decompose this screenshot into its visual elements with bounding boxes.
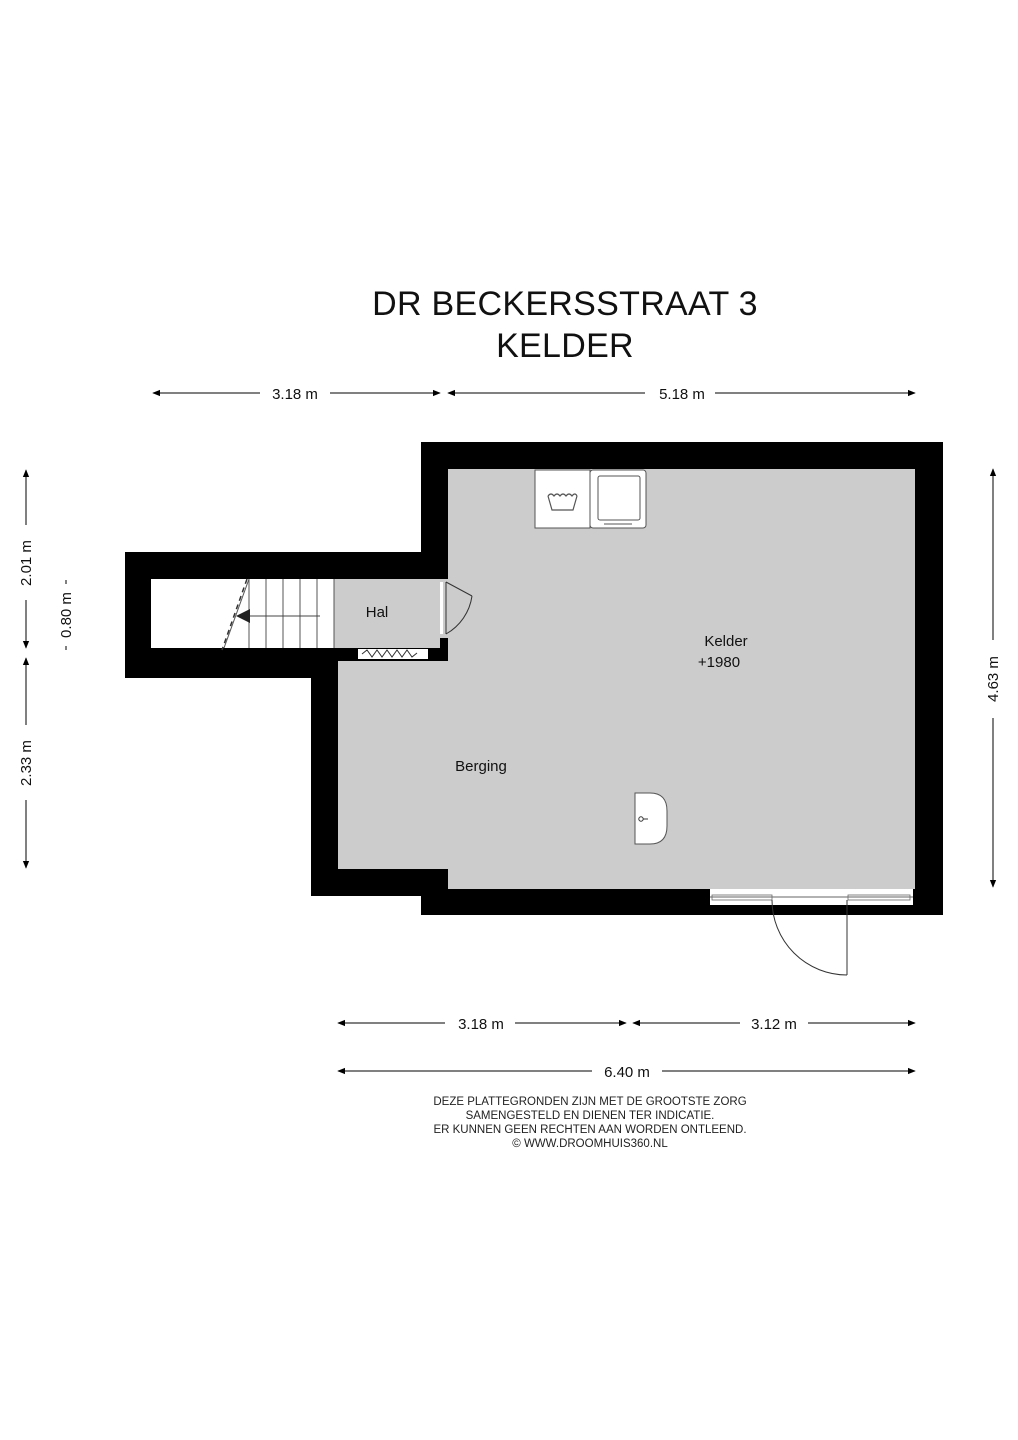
- room-label-berging: Berging: [455, 758, 507, 775]
- room-label-kelder: Kelder: [704, 633, 747, 650]
- washing-machine-icon: [534, 469, 591, 529]
- sink-icon: [634, 792, 668, 845]
- dimension-label-left-upper: 2.01 m: [18, 540, 35, 586]
- disclaimer-line: SAMENGESTELD EN DIENEN TER INDICATIE.: [465, 1110, 715, 1122]
- dimension-label-top-right: 5.18 m: [659, 386, 705, 403]
- disclaimer-line: DEZE PLATTEGRONDEN ZIJN MET DE GROOTSTE …: [433, 1096, 747, 1108]
- dimension-label-right: 4.63 m: [985, 656, 1002, 702]
- dimension-label-bottom-left: 3.18 m: [458, 1016, 504, 1033]
- window-frame: [710, 889, 913, 905]
- dimension-label-left-middle: 0.80 m: [58, 592, 75, 638]
- door-swing-icon: [445, 581, 473, 635]
- dimension-label-top-left: 3.18 m: [272, 386, 318, 403]
- room-level-kelder: +1980: [698, 654, 740, 671]
- dimension-label-bottom-total: 6.40 m: [604, 1064, 650, 1081]
- floors: [151, 469, 915, 889]
- disclaimer-line: ER KUNNEN GEEN RECHTEN AAN WORDEN ONTLEE…: [433, 1124, 747, 1136]
- dimension-label-left-lower: 2.33 m: [18, 740, 35, 786]
- dimension-label-bottom-right: 3.12 m: [751, 1016, 797, 1033]
- plan-title-address: DR BECKERSSTRAAT 3: [372, 285, 758, 323]
- dryer-icon: [589, 469, 647, 529]
- disclaimer: DEZE PLATTEGRONDEN ZIJN MET DE GROOTSTE …: [380, 1095, 800, 1151]
- plan-title-floor: KELDER: [496, 327, 634, 365]
- room-label-hal: Hal: [366, 604, 389, 621]
- sliding-door: [358, 649, 428, 659]
- hal-floor: [334, 579, 440, 648]
- disclaimer-copyright: © WWW.DROOMHUIS360.NL: [512, 1138, 668, 1150]
- stairs: [221, 578, 335, 651]
- door-swing-icon: [771, 899, 848, 976]
- stairs-arrow-icon: [236, 609, 250, 623]
- berging-floor: [338, 661, 626, 869]
